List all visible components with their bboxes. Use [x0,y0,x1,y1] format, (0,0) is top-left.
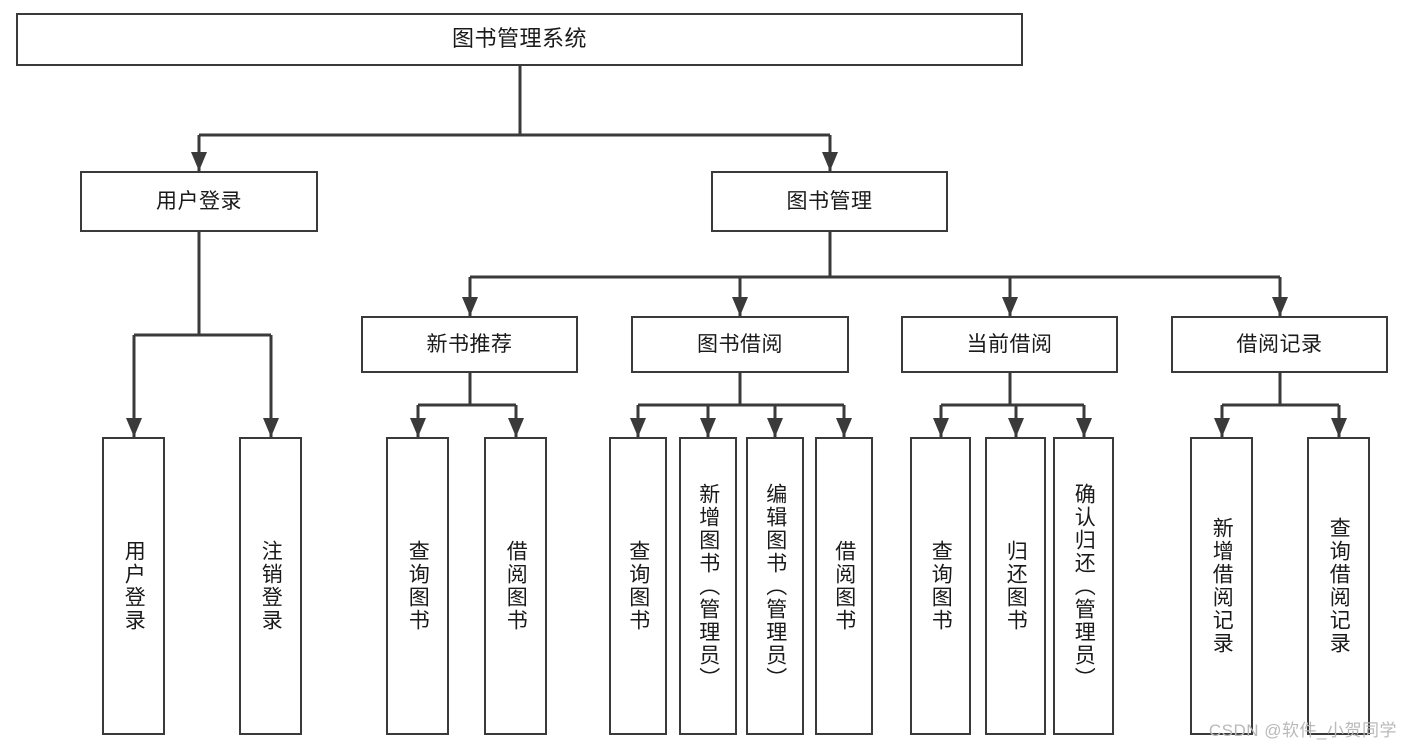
node-leaf-logout-label: 注销登录 [259,540,283,632]
node-leaf-return-book-label: 归还图书 [1004,540,1028,632]
node-root[interactable]: 图书管理系统 [16,13,1023,66]
node-root-label: 图书管理系统 [451,26,587,52]
node-leaf-query-borrow-record-label: 查询借阅记录 [1327,517,1351,655]
node-book-manage-label: 图书管理 [786,189,873,213]
node-leaf-edit-book-admin-label: 编辑图书（管理员） [763,482,787,690]
node-leaf-logout[interactable]: 注销登录 [239,437,302,735]
node-leaf-query-book-current[interactable]: 查询图书 [910,437,971,735]
node-leaf-add-book-admin[interactable]: 新增图书（管理员） [679,437,737,735]
node-leaf-user-login[interactable]: 用户登录 [102,437,165,735]
node-leaf-query-book-borrow-label: 查询图书 [626,540,650,632]
node-leaf-borrow-book-rec-label: 借阅图书 [504,540,528,632]
node-leaf-add-book-admin-label: 新增图书（管理员） [696,482,720,690]
node-leaf-confirm-return-admin[interactable]: 确认归还（管理员） [1053,437,1114,735]
node-user-login[interactable]: 用户登录 [80,171,318,232]
node-leaf-query-book-rec[interactable]: 查询图书 [386,437,449,735]
node-borrow-record[interactable]: 借阅记录 [1171,316,1388,373]
node-current-borrow-label: 当前借阅 [966,332,1053,356]
node-leaf-query-borrow-record[interactable]: 查询借阅记录 [1307,437,1370,735]
node-leaf-borrow-book[interactable]: 借阅图书 [815,437,873,735]
node-leaf-return-book[interactable]: 归还图书 [985,437,1046,735]
node-leaf-query-book-current-label: 查询图书 [929,540,953,632]
node-new-book-rec-label: 新书推荐 [426,332,513,356]
node-borrow-record-label: 借阅记录 [1236,332,1323,356]
node-current-borrow[interactable]: 当前借阅 [901,316,1118,373]
node-leaf-query-book-borrow[interactable]: 查询图书 [609,437,667,735]
node-book-manage[interactable]: 图书管理 [711,171,948,232]
node-book-borrow-label: 图书借阅 [697,332,783,356]
node-leaf-borrow-book-rec[interactable]: 借阅图书 [484,437,547,735]
node-new-book-rec[interactable]: 新书推荐 [361,316,578,373]
node-book-borrow[interactable]: 图书借阅 [631,316,849,373]
node-leaf-add-borrow-record-label: 新增借阅记录 [1210,517,1234,655]
node-leaf-user-login-label: 用户登录 [122,540,146,632]
node-leaf-query-book-rec-label: 查询图书 [406,540,430,632]
node-leaf-add-borrow-record[interactable]: 新增借阅记录 [1190,437,1253,735]
node-leaf-borrow-book-label: 借阅图书 [832,540,856,632]
node-user-login-label: 用户登录 [156,189,242,213]
node-leaf-edit-book-admin[interactable]: 编辑图书（管理员） [746,437,804,735]
node-leaf-confirm-return-admin-label: 确认归还（管理员） [1072,482,1096,690]
